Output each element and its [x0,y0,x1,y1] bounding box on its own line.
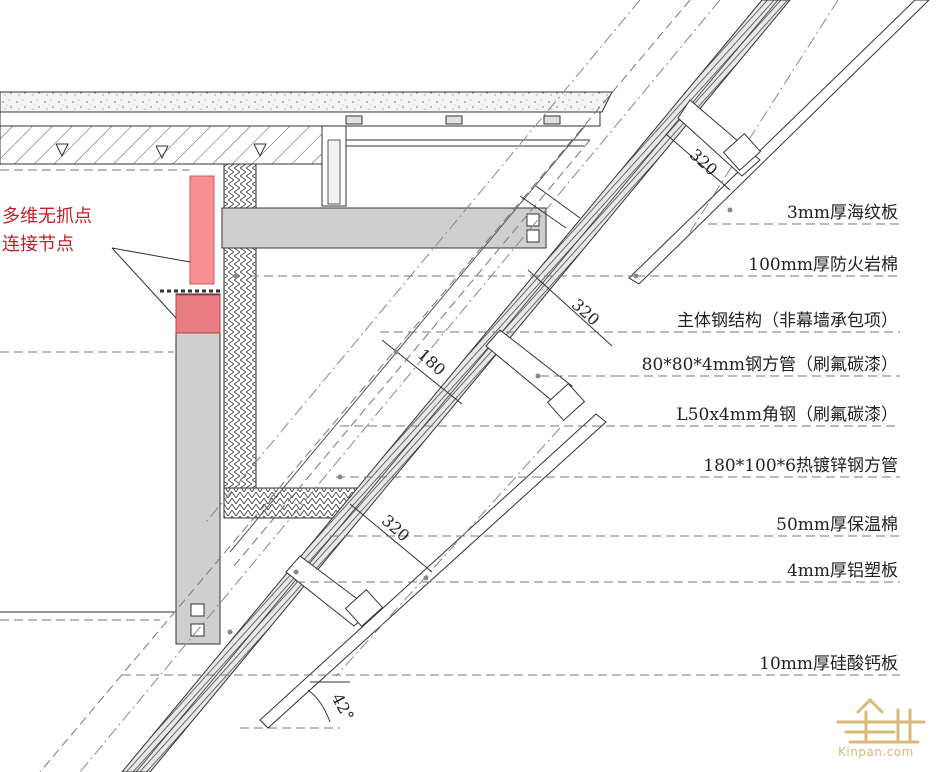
label-main-steel: 主体钢结构（非幕墙承包项） [677,311,898,331]
dimension-320-low: 320 [378,511,413,546]
callout-line2: 连接节点 [2,234,74,255]
logo-mark [836,697,926,744]
label-tube-180: 180*100*6热镀锌钢方管 [703,456,898,476]
leader-lines [122,223,900,676]
brackets [285,99,762,627]
connection-node-upper [189,175,215,285]
slab-level-markers [55,143,267,160]
angle-label: 42° [328,690,358,724]
ceiling-frame [321,125,590,207]
label-rockwool-100: 100mm厚防火岩棉 [748,255,898,275]
kinpan-logo: Kinpan.com [836,697,926,759]
label-calcium-10: 10mm厚硅酸钙板 [759,654,898,674]
steel-arm-upper [221,207,547,249]
outer-cladding-lower [259,413,607,729]
leader-dots [227,207,733,635]
connection-nodes [160,175,222,334]
dimension-320-mid: 320 [568,295,603,330]
label-tube-80: 80*80*4mm钢方管（刷氟碳漆） [642,355,898,375]
outer-cladding-upper [628,0,930,285]
floor-slab [0,91,613,171]
logo-url: Kinpan.com [838,745,914,759]
label-angle-l50: L50x4mm角钢（刷氟碳漆） [676,405,898,425]
callout-line1: 多维无抓点 [2,206,92,227]
material-labels: 3mm厚海纹板 100mm厚防火岩棉 主体钢结构（非幕墙承包项） 80*80*4… [642,203,898,674]
label-plate-3mm: 3mm厚海纹板 [787,203,898,223]
slab-plates [345,115,561,125]
callout-leaders [111,247,191,319]
dimension-180: 180 [414,345,449,380]
reference-lines [0,351,340,729]
label-acp-4: 4mm厚铝塑板 [787,561,898,581]
connection-node-lower [175,294,221,334]
label-insulation-50: 50mm厚保温棉 [776,515,898,535]
main-steel-column [175,293,221,645]
inclined-facade [39,0,791,772]
